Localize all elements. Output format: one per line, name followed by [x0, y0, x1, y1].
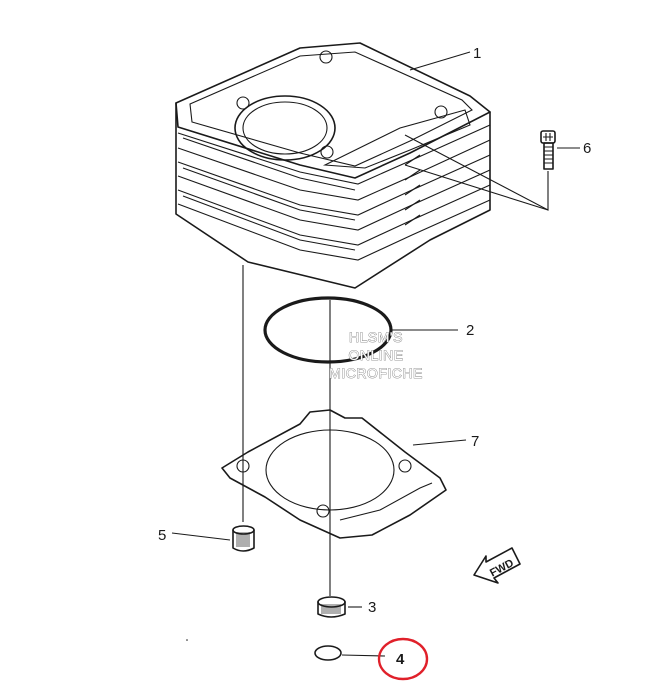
watermark-line-3: MICROFICHE [329, 365, 423, 381]
callout-4: 4 [396, 651, 405, 668]
small-o-ring-part[interactable] [314, 645, 386, 661]
fwd-arrow-icon: FWD [473, 547, 521, 584]
o-ring-part[interactable] [263, 296, 458, 364]
callout-1: 1 [473, 45, 481, 62]
highlight-circle [377, 637, 429, 681]
dowel-pin-left[interactable] [171, 525, 255, 552]
fwd-label: FWD [488, 557, 516, 579]
bolt-part[interactable] [404, 130, 580, 211]
cylinder-block[interactable] [175, 42, 491, 289]
callout-7: 7 [471, 433, 479, 450]
callout-2: 2 [466, 322, 474, 339]
callout-6: 6 [583, 140, 591, 157]
dowel-pin-center[interactable] [317, 596, 362, 618]
base-gasket-part[interactable] [221, 409, 467, 539]
callout-3: 3 [368, 599, 376, 616]
watermark-line-2: ONLINE [348, 347, 403, 363]
watermark-line-1: HLSM'S [349, 329, 403, 345]
stray-mark [186, 639, 188, 641]
callout-5: 5 [158, 527, 166, 544]
